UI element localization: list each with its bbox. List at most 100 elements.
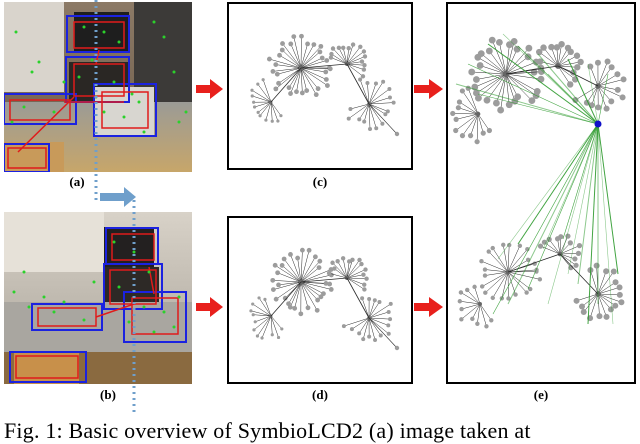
graph-node <box>362 120 366 124</box>
graph-edge <box>280 55 301 68</box>
graph-node <box>280 48 285 53</box>
graph-node <box>479 259 483 263</box>
figure-caption: Fig. 1: Basic overview of SymbioLCD2 (a)… <box>4 418 531 444</box>
graph-node <box>299 34 304 39</box>
graph-node <box>273 263 278 268</box>
graph-node <box>361 74 365 78</box>
graph-node <box>524 290 528 294</box>
top-cluster-bottom-left <box>450 86 492 145</box>
graph-node <box>275 72 280 77</box>
graph-node <box>456 105 461 110</box>
arrow-b-to-d <box>196 296 224 318</box>
graph-node <box>489 37 496 44</box>
graph-node <box>373 338 377 342</box>
graph-node <box>267 57 272 62</box>
graph-node <box>257 111 260 114</box>
graph-edge <box>461 304 480 319</box>
cluster-left <box>267 34 333 97</box>
graph-node <box>347 46 351 50</box>
graph-node <box>361 337 365 341</box>
graph-node <box>307 248 312 253</box>
graph-node <box>280 327 283 330</box>
graph-node <box>450 111 455 116</box>
graph-node <box>253 105 256 108</box>
graph-node <box>288 91 293 96</box>
graph-node <box>572 256 577 261</box>
graph-node <box>459 307 463 311</box>
graph-edge <box>584 294 598 312</box>
graph-edge <box>582 294 598 306</box>
graph-node <box>493 100 500 107</box>
graph-node <box>457 99 462 104</box>
graph-node <box>388 317 392 321</box>
graph-edge <box>459 102 478 114</box>
graph-c-plot <box>229 4 411 168</box>
graph-edge <box>253 304 271 316</box>
graph-edge <box>301 278 347 282</box>
graph-node <box>377 300 381 304</box>
graph-node <box>291 34 296 39</box>
graph-node <box>387 87 391 91</box>
graph-node <box>337 46 341 50</box>
graph-node <box>357 258 361 262</box>
graph-node <box>581 309 587 315</box>
graph-node <box>275 270 280 275</box>
graph-edge <box>369 318 381 335</box>
graph-node <box>360 296 364 300</box>
graph-node <box>620 94 626 100</box>
graph-node <box>329 287 334 292</box>
graph-node <box>525 45 532 52</box>
graph-node <box>347 117 351 121</box>
graph-edge <box>493 272 508 298</box>
graph-node <box>280 263 285 268</box>
graph-edge <box>347 275 363 278</box>
graph-edge <box>477 114 478 142</box>
graph-node <box>608 306 614 312</box>
graph-node <box>263 298 266 301</box>
graph-hub-node <box>478 302 482 306</box>
graph-edge <box>471 114 478 136</box>
graph-edge <box>271 316 282 329</box>
graph-edge <box>544 242 560 254</box>
graph-node <box>576 251 581 256</box>
graph-edge <box>282 265 301 282</box>
graph-node <box>287 85 292 90</box>
graph-edge <box>263 80 271 102</box>
graph-node <box>387 310 391 314</box>
graph-node <box>328 66 333 71</box>
graph-edge <box>598 287 620 294</box>
graph-d-plot <box>229 218 411 382</box>
query-hub-node <box>595 121 602 128</box>
graph-node <box>383 112 387 116</box>
graph-node <box>254 320 257 323</box>
graph-node <box>594 263 600 269</box>
graph-node <box>475 322 479 326</box>
graph-node <box>387 332 391 336</box>
graph-node <box>276 119 279 122</box>
graph-node <box>341 256 345 260</box>
graph-node <box>496 39 503 46</box>
graph-node <box>577 59 583 65</box>
graph-node <box>327 271 331 275</box>
graph-node <box>540 44 546 50</box>
graph-node <box>386 323 390 327</box>
graph-edge <box>347 64 363 76</box>
graph-node <box>250 89 253 92</box>
graph-node <box>276 282 281 287</box>
bottom-cluster-bottom-left <box>458 285 494 329</box>
graph-node <box>486 48 493 55</box>
graph-edge <box>301 257 315 282</box>
graph-node <box>262 78 265 81</box>
top-cluster-left <box>468 37 544 114</box>
graph-node <box>271 287 276 292</box>
graph-edge <box>453 113 478 114</box>
graph-edge <box>252 96 271 102</box>
arrow-d-to-e <box>414 296 444 318</box>
graph-node <box>311 42 316 47</box>
cluster-bottom-left <box>249 296 283 339</box>
loop-closure-link <box>598 124 618 274</box>
graph-node <box>315 298 320 303</box>
graph-edge <box>258 84 271 102</box>
cluster-right <box>347 78 396 131</box>
graph-node <box>472 285 476 289</box>
